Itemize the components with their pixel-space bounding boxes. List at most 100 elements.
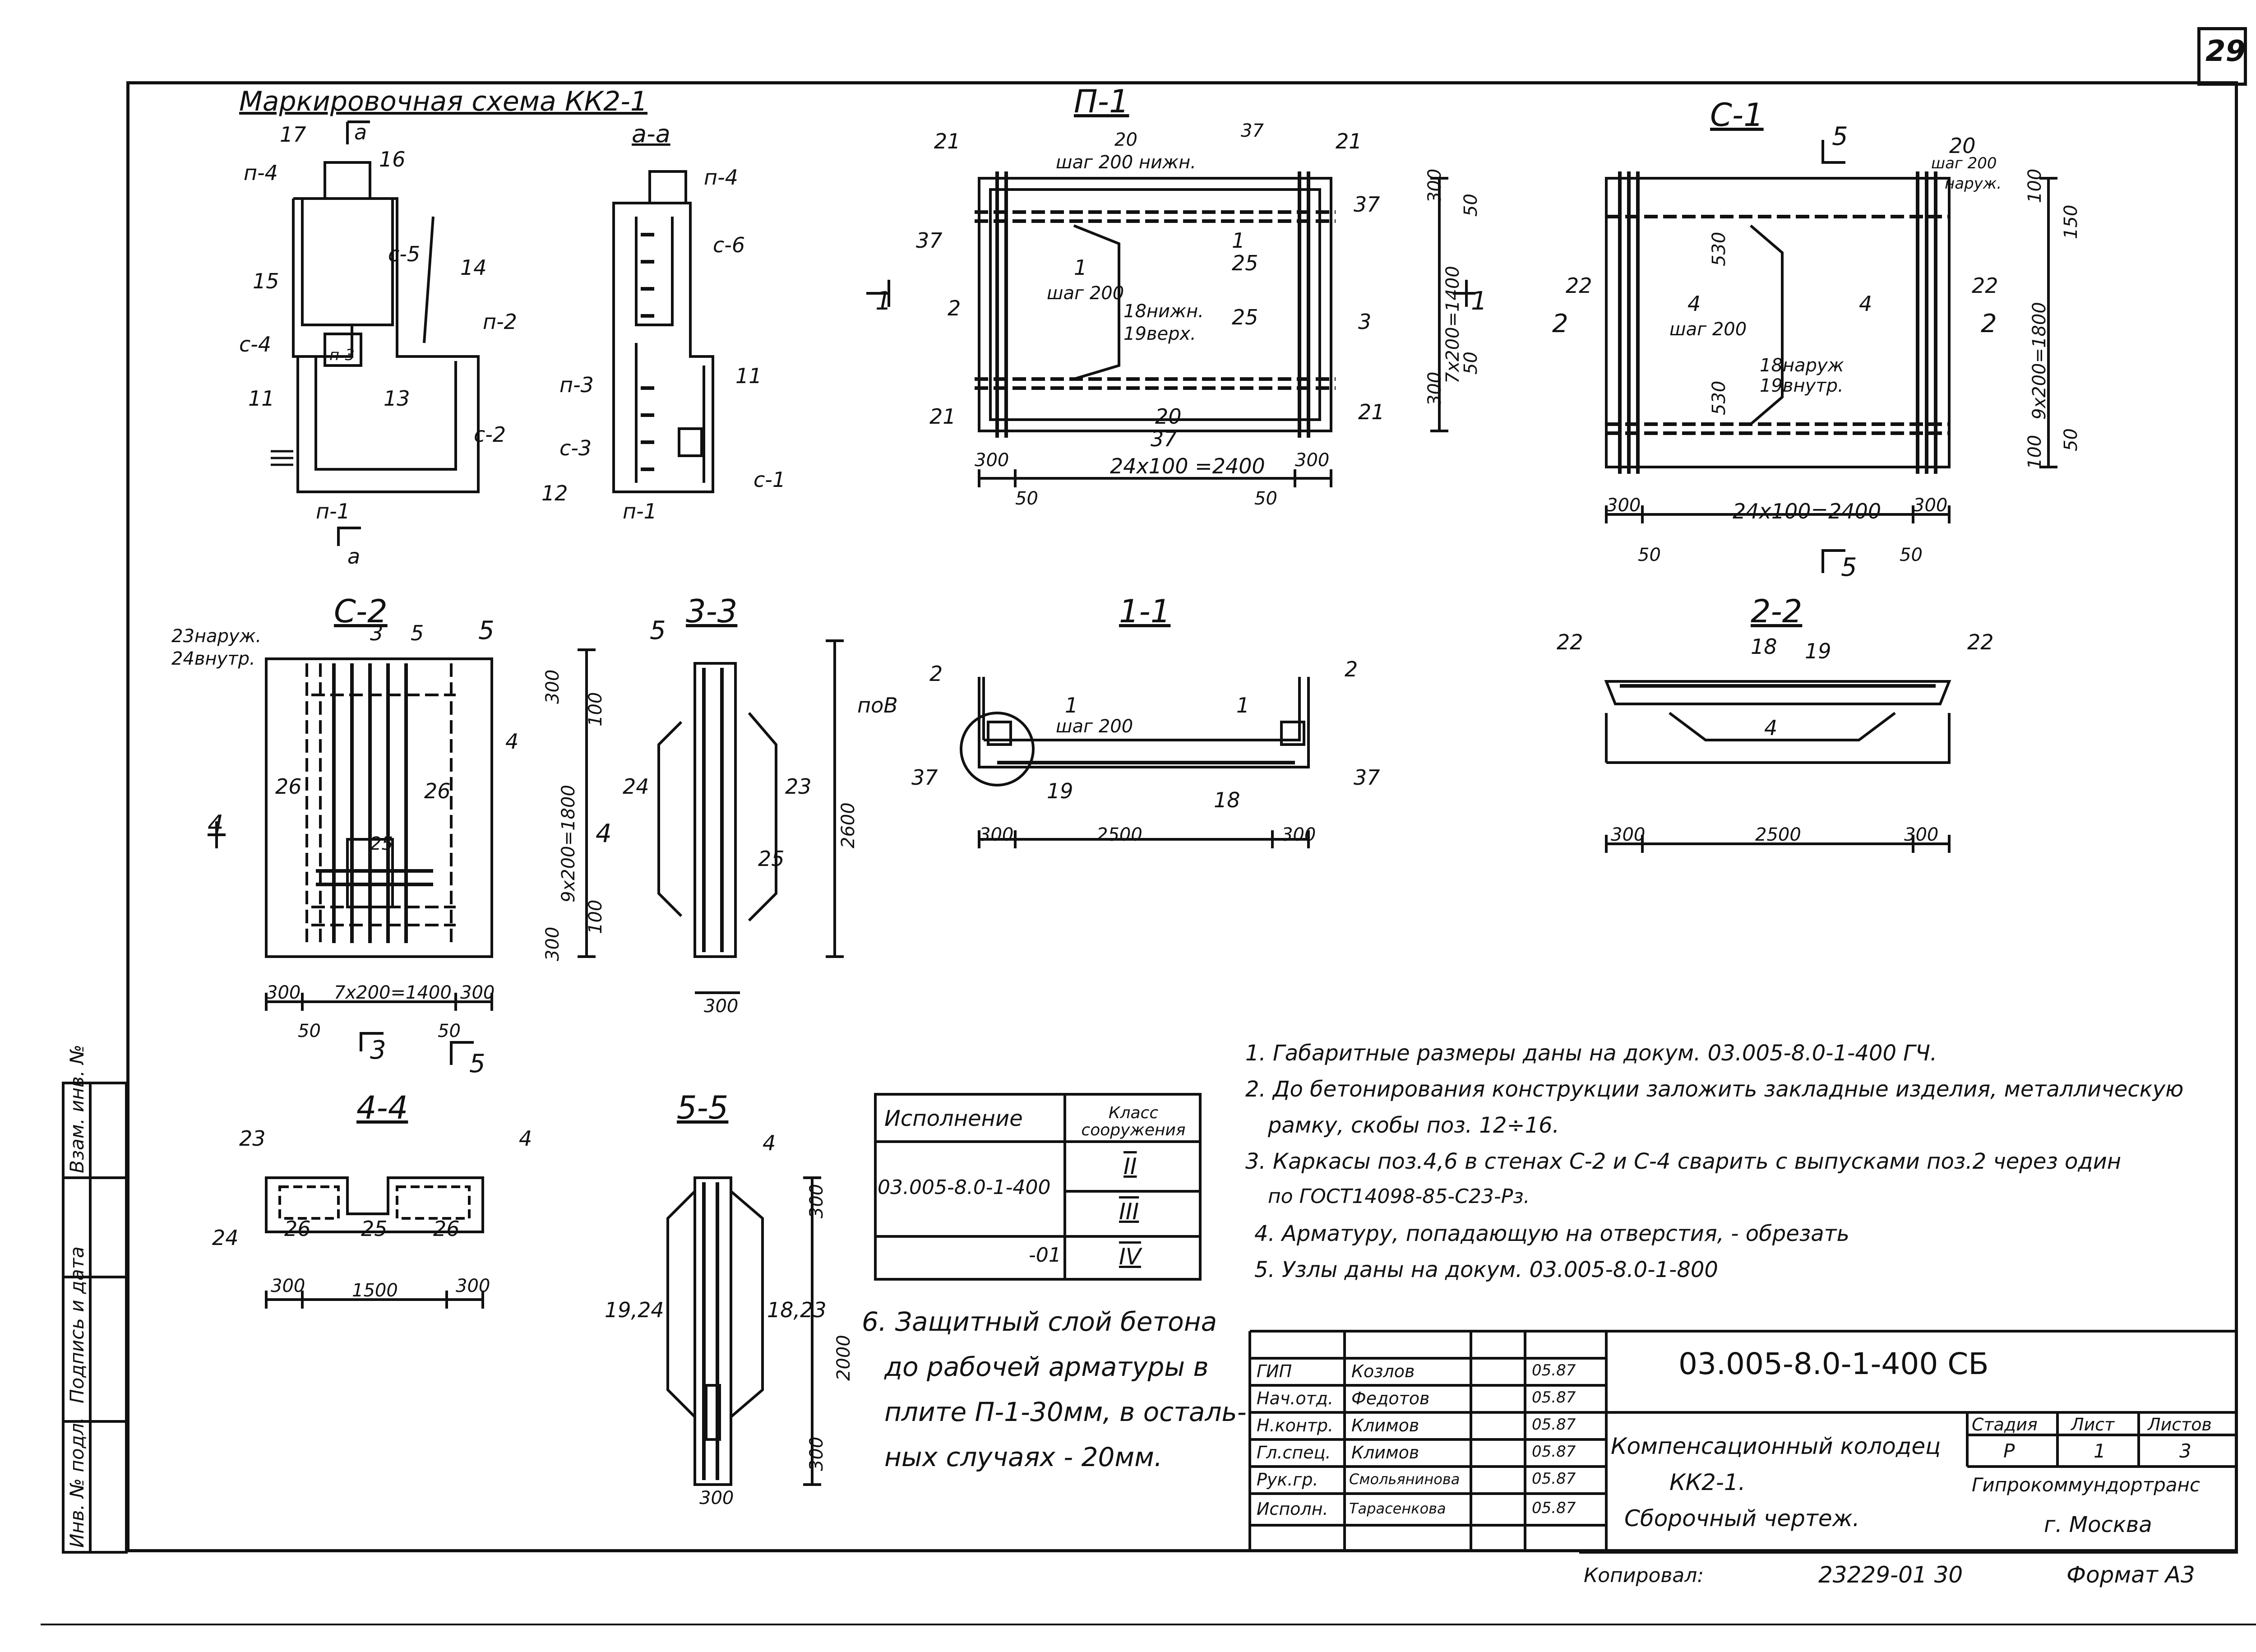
tb-role: Н.контр. — [1257, 1416, 1334, 1435]
side-stamp-lines — [62, 1082, 128, 1554]
p1-label: шаг 200 — [1047, 283, 1124, 304]
c1-label: 4 — [1687, 292, 1701, 316]
tb-stage-header: Стадия — [1972, 1415, 2038, 1435]
scheme-label: с-2 — [474, 422, 506, 447]
s11-label: 2500 — [1096, 824, 1142, 845]
section-55-lines — [666, 1176, 821, 1486]
p1-label: 300 — [1424, 168, 1445, 203]
scheme-title: Маркировочная схема КК2-1 — [239, 86, 648, 117]
p1-label: 300 — [1295, 450, 1330, 471]
s33-label: 23 — [785, 774, 812, 799]
s33-label: 24 — [623, 774, 649, 799]
s22-label: 2500 — [1755, 824, 1801, 845]
view-p1-title: П-1 — [1074, 83, 1129, 120]
section-33-lines — [578, 639, 844, 994]
side-stamp-replace-inv: Взам. инв. № — [66, 1044, 88, 1173]
section-11-title: 1-1 — [1119, 593, 1171, 630]
tb-date: 05.87 — [1532, 1416, 1576, 1434]
c1-label: 18наруж — [1760, 355, 1844, 376]
note-6-line: ных случаях - 20мм. — [884, 1442, 1163, 1472]
tb-role: Нач.отд. — [1257, 1388, 1334, 1408]
c1-label: 24х100=2400 — [1733, 499, 1882, 523]
p1-label: 21 — [934, 129, 961, 153]
view-p1-lines — [866, 171, 1475, 487]
s44-label: 1500 — [352, 1280, 398, 1301]
p1-label: 24х100 =2400 — [1110, 454, 1265, 478]
section-11-lines — [960, 677, 1310, 848]
c1-label: 300 — [1606, 495, 1641, 516]
p1-label: 300 — [975, 450, 1009, 471]
aa-label: п-3 — [559, 373, 594, 397]
exec-table-cell: IV — [1119, 1244, 1141, 1270]
tb-role: Гл.спец. — [1257, 1443, 1331, 1462]
s44-label: 23 — [239, 1126, 266, 1151]
section-aa — [612, 170, 714, 493]
p1-label: 7х200=1400 — [1442, 266, 1463, 384]
p1-label: 50 — [1461, 194, 1481, 217]
c2-label: 26 — [424, 779, 451, 803]
p1-label: 19верх. — [1123, 324, 1196, 344]
note-6-line: плите П-1-30мм, в осталь- — [884, 1397, 1247, 1427]
tb-org: Гипрокоммундортранс — [1972, 1474, 2201, 1496]
view-c2-title: С-2 — [334, 593, 388, 630]
p1-label: 50 — [1015, 488, 1038, 509]
aa-label: 11 — [735, 364, 762, 388]
aa-label: с-1 — [754, 467, 786, 492]
s33-label: 300 — [542, 926, 563, 961]
c2-label: 25 — [370, 833, 393, 854]
s44-label: 4 — [519, 1126, 532, 1151]
scheme-label: с-5 — [388, 242, 421, 266]
title-block-lines — [1248, 1330, 2238, 1554]
p1-label: 25 — [1232, 305, 1258, 329]
scheme-label: 11 — [248, 386, 275, 411]
scheme-label: 17 — [280, 122, 306, 147]
s55-label: 18,23 — [767, 1298, 827, 1322]
c2-label: 50 — [438, 1021, 461, 1041]
tb-name: Климов — [1351, 1443, 1419, 1462]
c1-label: 5 — [1841, 553, 1857, 582]
tb-name: Федотов — [1351, 1388, 1430, 1408]
c1-label: 530 — [1709, 231, 1729, 266]
s22-label: 22 — [1557, 630, 1583, 654]
c1-label: шаг 200 — [1669, 319, 1747, 340]
tb-date: 05.87 — [1532, 1499, 1576, 1517]
tb-role: Исполн. — [1257, 1499, 1328, 1519]
exec-table-header-exec: Исполнение — [884, 1106, 1023, 1131]
s11-label: 37 — [1354, 765, 1380, 790]
aa-label: с-3 — [559, 436, 592, 460]
tb-name: Смольянинова — [1349, 1471, 1460, 1488]
note-1: 1. Габаритные размеры даны на докум. 03.… — [1245, 1041, 1937, 1066]
footer-number: 23229-01 30 — [1818, 1562, 1963, 1588]
section-22-lines — [1604, 680, 1951, 853]
scheme-label: 14 — [460, 255, 487, 280]
p1-label: 1 — [1232, 228, 1245, 253]
s22-label: 4 — [1764, 716, 1778, 740]
p1-label: 3 — [1358, 310, 1372, 334]
note-6-line: 6. Защитный слой бетона — [862, 1306, 1217, 1337]
tb-name: Козлов — [1351, 1361, 1415, 1381]
s22-label: 19 — [1805, 639, 1831, 663]
c2-label: 3 — [370, 1036, 386, 1065]
s11-label: поВ — [857, 693, 898, 717]
s44-label: 300 — [456, 1276, 490, 1296]
c1-label: 22 — [1566, 273, 1592, 298]
footer-copied: Копировал: — [1584, 1564, 1704, 1587]
tb-stage-header: Лист — [2071, 1415, 2115, 1435]
c2-label: 4 — [505, 729, 519, 754]
aa-label: п-1 — [623, 499, 657, 523]
s11-label: 2 — [929, 662, 943, 686]
s22-label: 300 — [1904, 824, 1939, 845]
note-2: 2. До бетонирования конструкции заложить… — [1245, 1077, 2184, 1102]
tb-org: г. Москва — [2044, 1512, 2152, 1537]
c1-label: 22 — [1972, 273, 1998, 298]
tb-stage-header: Листов — [2148, 1415, 2212, 1435]
c1-label: 19внутр. — [1760, 375, 1844, 396]
scheme-label: п-1 — [316, 499, 350, 523]
s22-label: 18 — [1751, 634, 1777, 659]
s33-label: 300 — [542, 669, 563, 704]
p1-label: 37 — [1241, 120, 1264, 141]
doc-code: 03.005-8.0-1-400 СБ — [1678, 1347, 1989, 1381]
tb-role: ГИП — [1257, 1361, 1292, 1381]
s33-label: 100 — [585, 899, 606, 934]
